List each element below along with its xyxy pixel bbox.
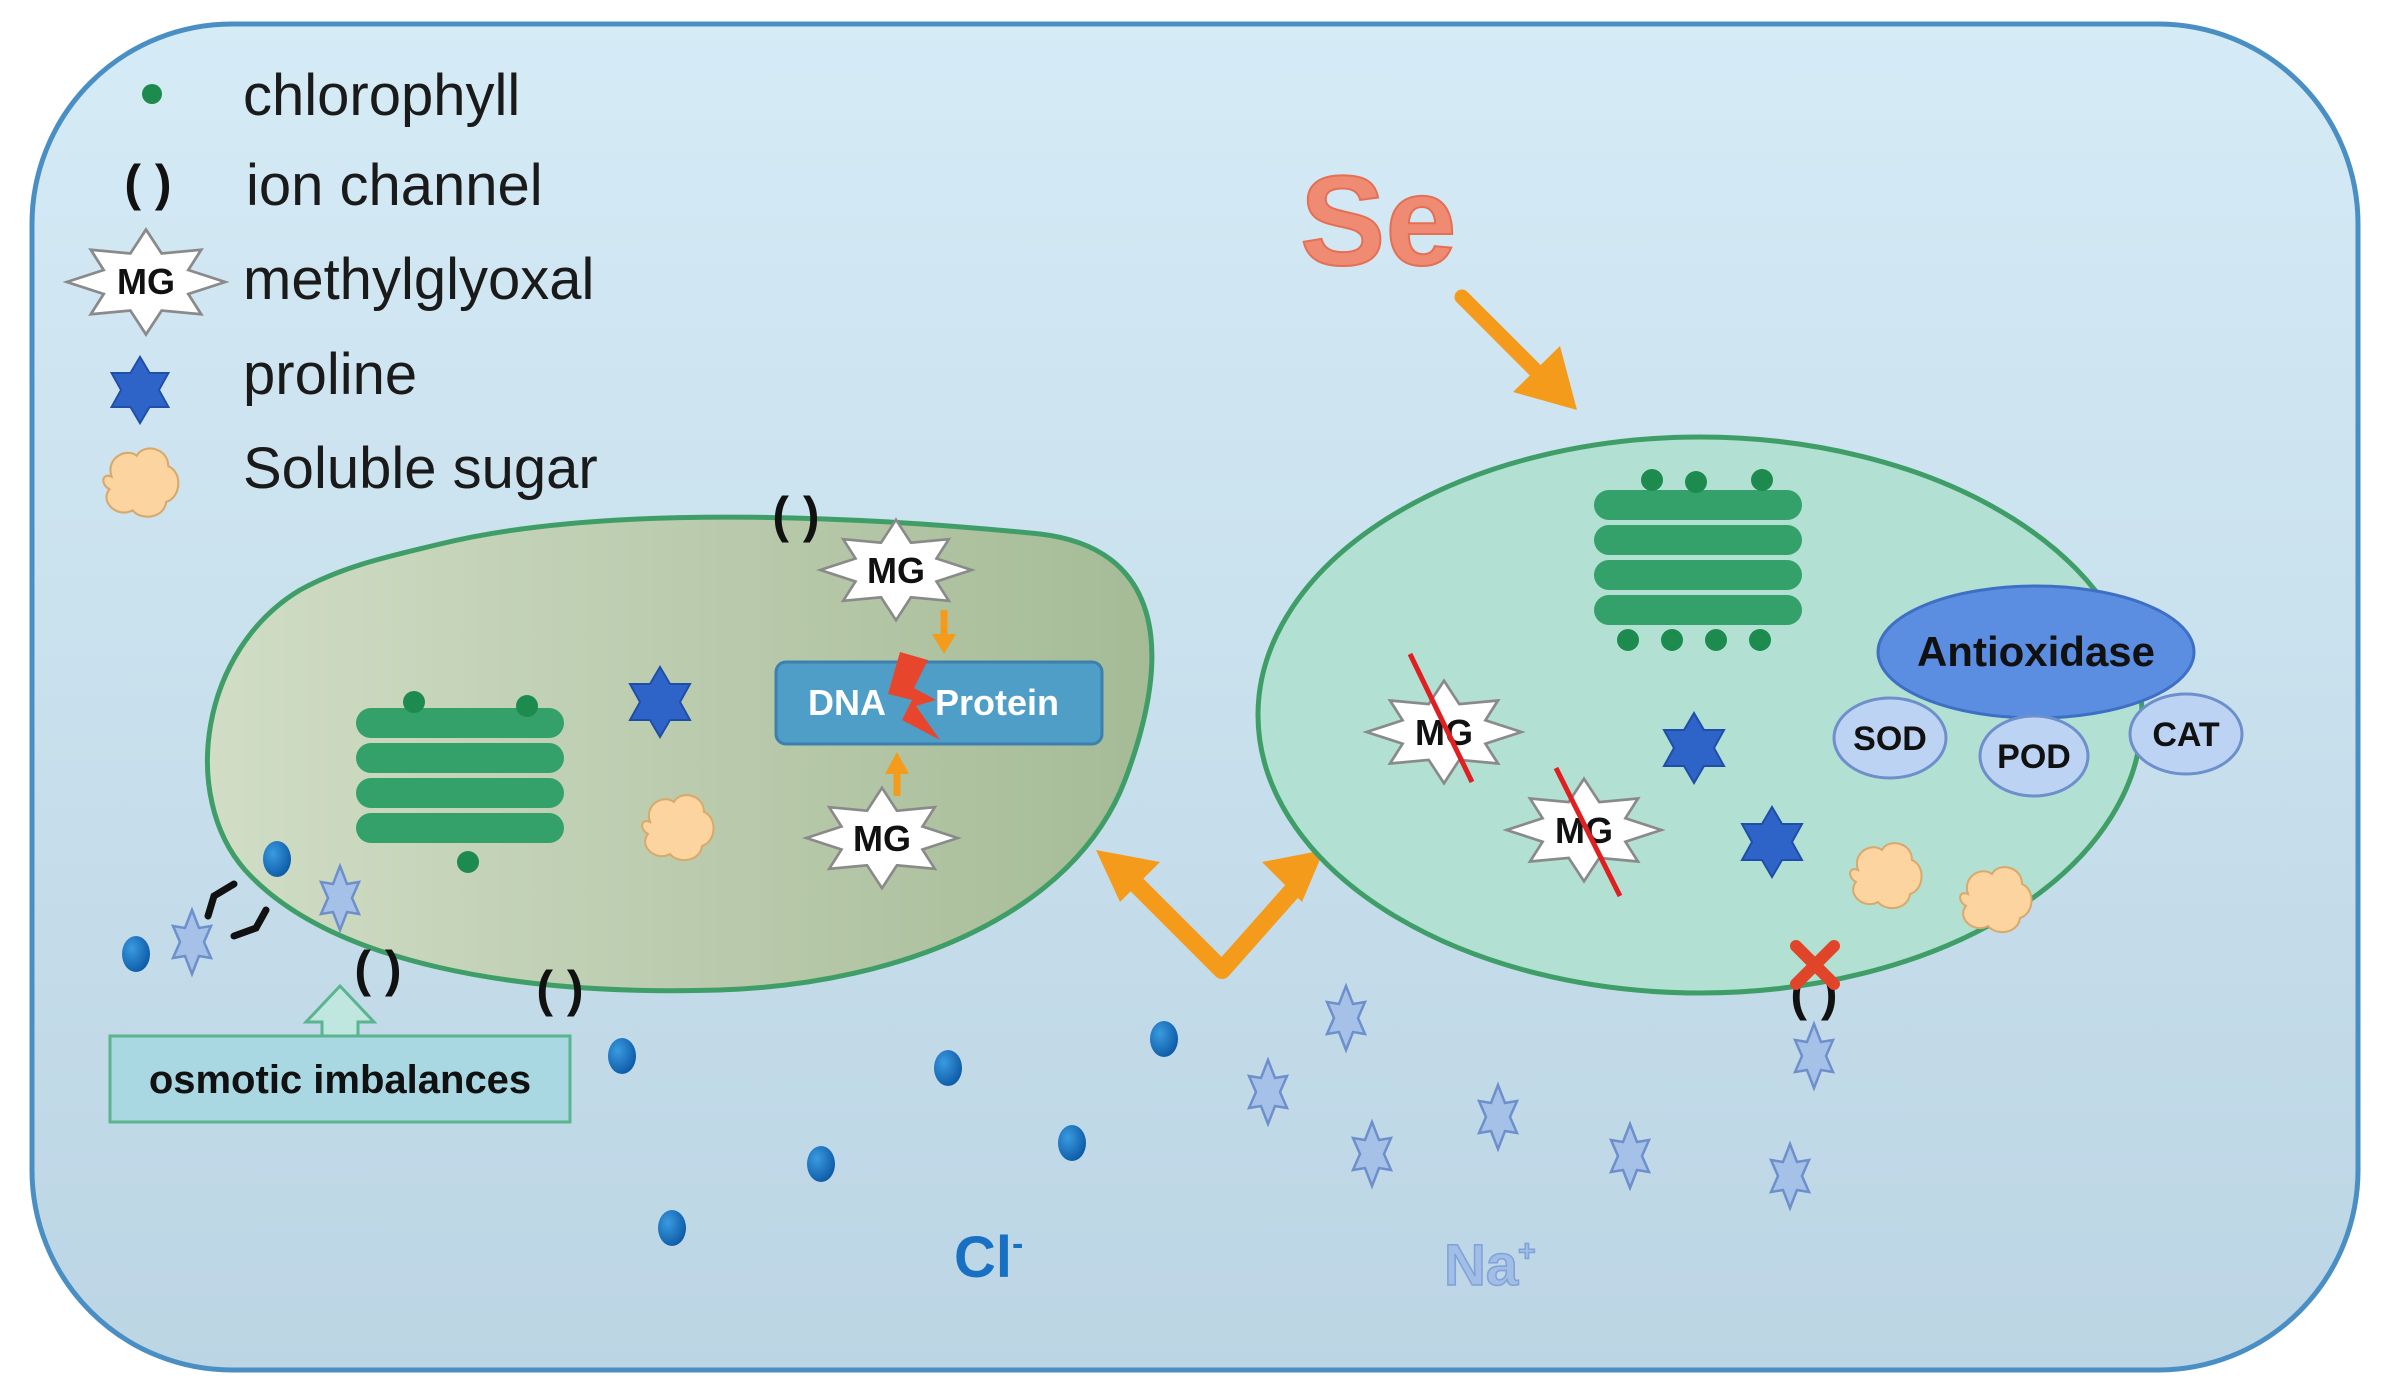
mg-to-dna-arrow-bottom	[885, 752, 909, 796]
ion-channel-icon: ( )	[536, 961, 583, 1017]
inhibition-slash	[1407, 652, 1475, 784]
methylglyoxal-icon-text: MG	[1415, 712, 1473, 753]
legend-methylglyoxal-icon-text: MG	[117, 261, 175, 302]
legend-soluble-sugar-label: Soluble sugar	[243, 436, 598, 501]
legend-proline-label: proline	[243, 342, 417, 407]
legend-chlorophyll-icon	[142, 84, 162, 104]
stressed-cell: DNA Protein MG MG ( ) ( ) ( )	[204, 487, 1155, 1017]
chlorophyll-dot	[1751, 469, 1773, 491]
stressed-cell-membrane	[204, 514, 1155, 994]
stressed-chloroplast	[356, 691, 564, 873]
chloride-ion-icon	[807, 1146, 835, 1182]
selenium-label: Se	[1300, 150, 1457, 293]
antioxidase-label: Antioxidase	[1917, 628, 2155, 675]
ion-channel-icon: ( )	[354, 941, 401, 997]
sod-label: SOD	[1853, 720, 1927, 758]
chloride-ion-icon	[658, 1210, 686, 1246]
dna-protein-box	[774, 660, 1104, 746]
blocked-channel-x-icon	[1790, 940, 1840, 990]
dna-label: DNA	[808, 682, 886, 723]
legend-ion-channel-icon: ( )	[124, 155, 171, 211]
treated-cell: Antioxidase SOD POD CAT MG MG ( )	[1255, 434, 2244, 1021]
chlorophyll-dot	[1749, 629, 1771, 651]
osmotic-imbalance-box	[108, 1034, 572, 1124]
pod-label: POD	[1997, 738, 2071, 776]
chlorophyll-dot	[516, 695, 538, 717]
inhibition-slash	[1553, 766, 1623, 898]
chlorophyll-dot	[403, 691, 425, 713]
sodium-charge: +	[1518, 1235, 1536, 1268]
pod-ellipse	[1978, 714, 2090, 798]
treated-chloroplast	[1594, 469, 1802, 651]
mg-to-dna-arrow-top	[932, 610, 956, 654]
chloride-ion-icon	[263, 841, 291, 877]
chlorophyll-dot	[1617, 629, 1639, 651]
protein-label: Protein	[935, 682, 1059, 723]
background-panel	[29, 21, 2361, 1373]
chloride-ion-icon	[608, 1038, 636, 1074]
methylglyoxal-icon-text: MG	[853, 818, 911, 859]
chloride-ion-icon	[934, 1050, 962, 1086]
legend-methylglyoxal-label: methylglyoxal	[243, 247, 594, 312]
sod-ellipse	[1832, 696, 1948, 780]
osmotic-imbalance-label: osmotic imbalances	[149, 1058, 531, 1102]
chloride-label: Cl-	[954, 1225, 1023, 1290]
broken-ion-channel-icon	[204, 880, 270, 940]
legend: chlorophyll ( ) ion channel MG methylgly…	[65, 63, 598, 518]
legend-chlorophyll-label: chlorophyll	[243, 63, 520, 128]
osmotic-imbalance-callout: osmotic imbalances	[108, 983, 572, 1124]
damage-lightning-icon	[888, 652, 940, 740]
branch-arrow	[1096, 850, 1324, 979]
chlorophyll-dot	[457, 851, 479, 873]
chloride-ion-icon	[122, 936, 150, 972]
chloride-charge: -	[1012, 1225, 1023, 1263]
methylglyoxal-icon-text: MG	[867, 550, 925, 591]
ion-channel-icon: ( )	[772, 487, 819, 543]
cat-label: CAT	[2152, 716, 2220, 754]
sodium-label: Na+	[1444, 1233, 1536, 1298]
chlorophyll-dot	[1661, 629, 1683, 651]
chlorophyll-dot	[1705, 629, 1727, 651]
se-arrow	[1454, 289, 1577, 410]
chloride-ion-icon	[1058, 1125, 1086, 1161]
chloride-ion-icon	[1150, 1021, 1178, 1057]
chlorophyll-dot	[1641, 469, 1663, 491]
cat-ellipse	[2128, 692, 2244, 776]
chlorophyll-dot	[1685, 471, 1707, 493]
methylglyoxal-icon-text: MG	[1555, 810, 1613, 851]
legend-ion-channel-label: ion channel	[246, 153, 543, 218]
